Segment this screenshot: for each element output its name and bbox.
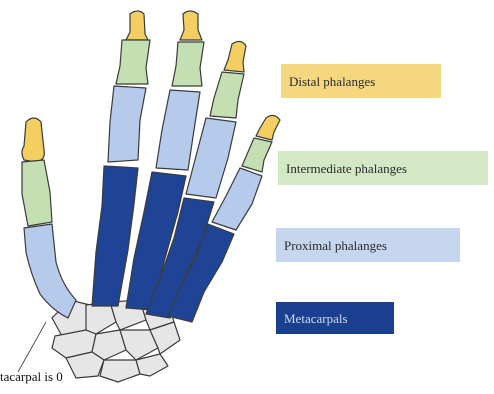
legend-distal-label: Distal phalanges: [289, 75, 375, 88]
thumb-proximal-phalanx: [22, 160, 52, 226]
index-distal-phalanx: [126, 11, 148, 40]
caption-text: tacarpal is 0: [0, 369, 63, 385]
thumb-metacarpal: [24, 224, 76, 318]
little-distal-phalanx: [256, 115, 280, 140]
legend-metacarpals-label: Metacarpals: [284, 312, 348, 325]
thumb-distal-phalanx: [22, 118, 44, 162]
ring-distal-phalanx: [224, 41, 246, 72]
caption-pointer-line: [18, 322, 46, 372]
ring-intermediate-phalanx: [210, 72, 244, 118]
thumb: [22, 118, 76, 318]
index-proximal-phalanx: [108, 86, 146, 162]
index-intermediate-phalanx: [116, 40, 150, 84]
middle-distal-phalanx: [180, 11, 202, 40]
legend-intermediate-label: Intermediate phalanges: [286, 162, 407, 175]
legend-distal-phalanges: Distal phalanges: [281, 64, 441, 98]
middle-intermediate-phalanx: [172, 42, 204, 86]
legend-proximal-label: Proximal phalanges: [284, 239, 387, 252]
legend-metacarpals: Metacarpals: [276, 302, 394, 334]
legend-proximal-phalanges: Proximal phalanges: [276, 228, 460, 262]
little-intermediate-phalanx: [242, 138, 272, 172]
legend-intermediate-phalanges: Intermediate phalanges: [278, 151, 488, 185]
middle-proximal-phalanx: [156, 90, 200, 170]
